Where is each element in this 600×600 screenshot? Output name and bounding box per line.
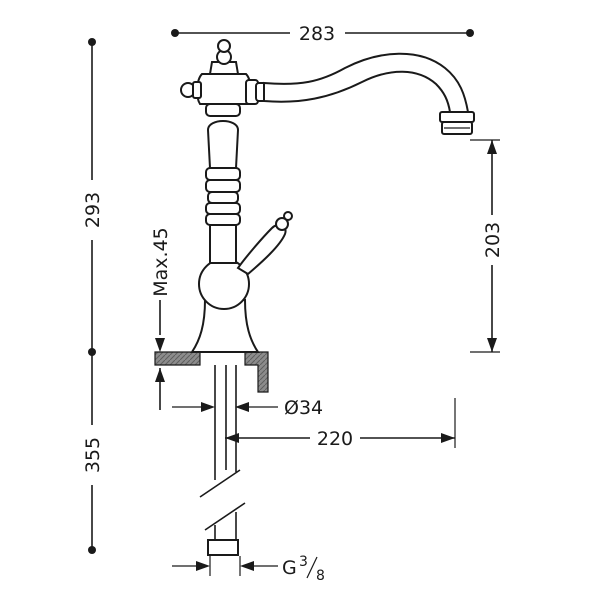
dimension-203-label: 203 xyxy=(482,222,504,258)
dimension-283-label: 283 xyxy=(299,23,335,45)
supply-pipes xyxy=(199,365,246,556)
dimension-293: 293 xyxy=(82,38,104,356)
counter-top xyxy=(154,351,269,393)
dimension-g38-denominator: 8 xyxy=(316,568,325,584)
dimension-g38-numerator: 3 xyxy=(299,554,308,570)
dimension-355: 355 xyxy=(82,352,104,554)
dimension-355-label: 355 xyxy=(82,437,104,473)
dimension-283: 283 xyxy=(171,23,474,45)
dimension-220-label: 220 xyxy=(317,428,353,450)
dimension-g38: G 3 8 xyxy=(172,554,325,584)
dimension-max45: Max.45 xyxy=(150,227,172,410)
dimension-d34: Ø34 xyxy=(172,397,323,419)
faucet-body xyxy=(180,39,475,353)
dimension-293-label: 293 xyxy=(82,192,104,228)
dimension-203: 203 xyxy=(470,139,504,353)
dimension-220: 220 xyxy=(225,398,456,450)
dimension-d34-label: Ø34 xyxy=(284,397,323,419)
connection-nut xyxy=(207,539,239,556)
dimension-max45-label: Max.45 xyxy=(150,227,172,297)
dimension-g38-prefix: G xyxy=(282,557,297,579)
